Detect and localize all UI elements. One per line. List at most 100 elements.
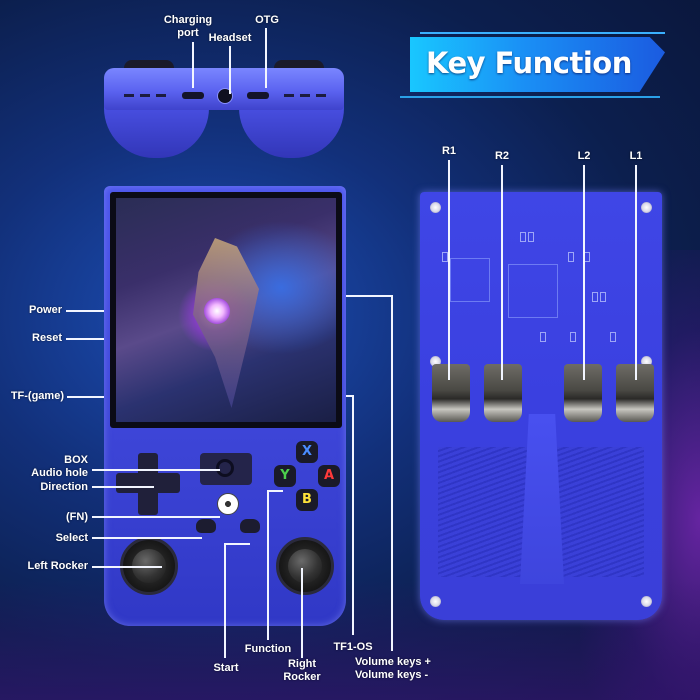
label-tf1-os: TF1-OS	[333, 641, 373, 653]
select-button	[196, 519, 216, 533]
vent-slot	[300, 94, 310, 97]
label-fn: (FN)	[66, 511, 88, 523]
a-button: A	[318, 465, 340, 487]
fn-button	[217, 493, 239, 515]
a-label: A	[323, 468, 335, 483]
dpad-horizontal	[116, 473, 180, 493]
label-r2: R2	[494, 150, 510, 162]
b-label: B	[302, 492, 312, 507]
label-line: Rocker	[283, 671, 321, 683]
screen-game-artwork	[116, 198, 336, 422]
screw	[641, 596, 652, 607]
pcb-component	[592, 292, 598, 302]
right-rocker-cap	[288, 549, 322, 583]
pcb-component	[520, 232, 526, 242]
screw	[430, 596, 441, 607]
device-back-view	[420, 192, 662, 620]
pointer-line	[92, 537, 202, 539]
label-power: Power	[28, 304, 62, 316]
pointer-line	[301, 568, 303, 658]
audio-hole	[216, 459, 234, 477]
label-line: BOX	[64, 454, 88, 466]
key-function-banner: Key Function	[400, 32, 675, 98]
r1-trigger	[432, 364, 470, 422]
banner-accent-line	[420, 32, 665, 34]
label-l1: L1	[629, 150, 643, 162]
screw	[641, 356, 652, 367]
pcb-component	[610, 332, 616, 342]
label-reset: Reset	[32, 332, 62, 344]
label-headset: Headset	[208, 32, 252, 44]
pointer-line	[66, 338, 104, 340]
pointer-line	[224, 543, 250, 545]
pointer-line	[583, 165, 585, 380]
label-right-rocker: Right Rocker	[276, 658, 328, 684]
start-button	[240, 519, 260, 533]
pointer-line	[92, 566, 162, 568]
label-select: Select	[55, 532, 88, 544]
center-rib	[520, 414, 564, 584]
label-l2: L2	[577, 150, 591, 162]
pointer-line	[391, 295, 393, 651]
pointer-line	[448, 160, 450, 380]
label-volume-down: Volume keys -	[355, 669, 429, 681]
y-label: Y	[280, 468, 290, 483]
game-character	[193, 238, 259, 408]
x-button: X	[296, 441, 318, 463]
pointer-line	[346, 395, 354, 397]
pointer-line	[501, 165, 503, 380]
label-box-audio-hole: BOX Audio hole	[0, 454, 88, 480]
top-edge	[104, 68, 344, 110]
label-start: Start	[213, 662, 239, 674]
label-line: Audio hole	[31, 467, 88, 479]
energy-orb	[204, 298, 230, 324]
vent-slot	[284, 94, 294, 97]
label-otg: OTG	[255, 14, 279, 26]
otg-port	[247, 92, 269, 99]
pointer-line	[267, 490, 269, 640]
label-line: port	[177, 27, 199, 39]
pointer-line	[635, 165, 637, 380]
pointer-line	[92, 469, 220, 471]
screw	[430, 356, 441, 367]
screw	[430, 202, 441, 213]
label-volume-up: Volume keys +	[355, 656, 431, 668]
pointer-line	[92, 486, 154, 488]
pointer-line	[224, 543, 226, 658]
pointer-line	[192, 42, 194, 88]
label-tf-game: TF-(game)	[10, 390, 64, 402]
pcb-component	[570, 332, 576, 342]
pcb-component	[568, 252, 574, 262]
pointer-line	[265, 28, 267, 88]
pcb-component	[442, 252, 448, 262]
pcb-component	[540, 332, 546, 342]
label-direction: Direction	[40, 481, 88, 493]
y-button: Y	[274, 465, 296, 487]
label-volume-keys: Volume keys + Volume keys -	[355, 656, 431, 682]
pointer-line	[346, 295, 393, 297]
pointer-line	[229, 46, 231, 94]
label-left-rocker: Left Rocker	[27, 560, 88, 572]
vent-slot	[156, 94, 166, 97]
label-line: Charging	[163, 14, 213, 26]
pcb-chip	[508, 264, 558, 318]
pointer-line	[66, 310, 104, 312]
charging-port	[182, 92, 204, 99]
banner-title: Key Function	[426, 46, 632, 80]
pointer-line	[67, 396, 104, 398]
x-label: X	[301, 444, 313, 459]
vent-slot	[140, 94, 150, 97]
label-charging-port: Charging port	[160, 14, 216, 40]
label-r1: R1	[441, 145, 457, 157]
right-rocker	[276, 537, 334, 595]
control-area: X Y A B	[104, 431, 346, 626]
pointer-line	[92, 516, 220, 518]
pcb-component	[600, 292, 606, 302]
screen-bezel	[110, 192, 342, 428]
pcb-component	[528, 232, 534, 242]
label-function: Function	[244, 643, 292, 655]
screw	[641, 202, 652, 213]
b-button: B	[296, 489, 318, 511]
vent-slot	[124, 94, 134, 97]
device-top-view	[104, 60, 344, 160]
